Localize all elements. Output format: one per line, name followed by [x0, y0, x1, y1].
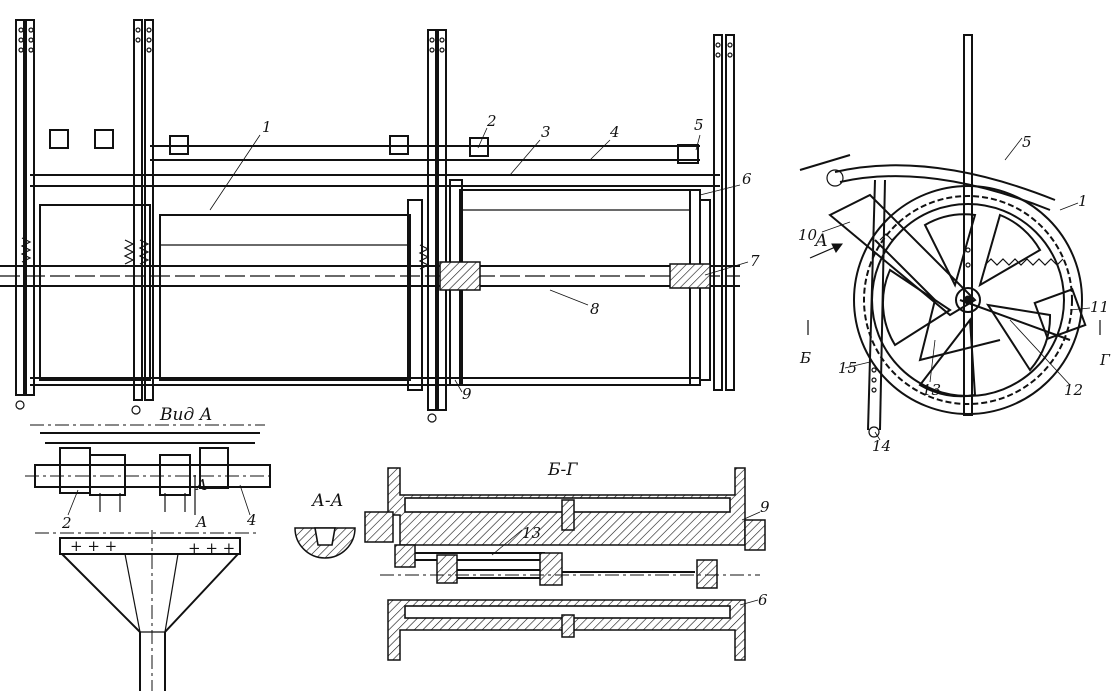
cut-label-b: Б: [799, 349, 811, 367]
callout-1: 1: [262, 118, 272, 136]
section-aa-title: А-А: [311, 491, 344, 511]
bearing-icon: [49, 129, 699, 164]
callout-6: 6: [742, 170, 752, 188]
plus-marks-right: + + +: [188, 539, 235, 557]
callout-5: 5: [694, 116, 704, 134]
rack-right: [713, 34, 735, 391]
callout-bg-9: 9: [760, 498, 770, 516]
plus-marks-left: + + +: [70, 537, 117, 555]
arrow-label-a: А: [814, 231, 828, 251]
callout-7: 7: [750, 252, 760, 270]
callout-bg-6: 6: [758, 591, 768, 609]
callout-2: 2: [486, 112, 497, 130]
callout-view-a-2: 2: [61, 514, 72, 532]
callout-4: 4: [609, 123, 620, 141]
callout-wheel-12: 12: [1064, 381, 1083, 399]
callout-wheel-13: 13: [922, 381, 941, 399]
main-assembly-view: 1 2 3 4 5 6 7 8 9: [0, 19, 760, 423]
rack-middle: [427, 29, 447, 411]
callout-3: 3: [541, 123, 551, 141]
callout-wheel-10: 10: [798, 226, 818, 244]
callout-wheel-14: 14: [872, 437, 891, 455]
section-aa: А-А: [294, 491, 356, 559]
lever-arm-icon: [828, 179, 1087, 438]
cut-marker-a-bottom: А: [195, 513, 207, 531]
rack-left-1: [15, 19, 35, 396]
callout-view-a-4: 4: [246, 511, 257, 529]
callout-wheel-15: 15: [838, 359, 857, 377]
section-bg-title: Б-Г: [547, 460, 578, 480]
reel-wheel-icon: А Б Г 5 1 10 11 12 13 14 15: [798, 34, 1111, 455]
callout-8: 8: [590, 300, 600, 318]
callout-wheel-5: 5: [1022, 133, 1032, 151]
callout-9: 9: [462, 385, 472, 403]
cut-marker-a-top: А: [195, 476, 207, 494]
cut-label-g: Г: [1099, 351, 1111, 369]
view-a-title: Вид А: [159, 405, 213, 425]
callout-wheel-11: 11: [1090, 298, 1109, 316]
view-a: Вид А А А + + + + + + 2 4: [25, 405, 275, 691]
section-bg: Б-Г 13 9 6: [364, 460, 770, 661]
callout-bg-13: 13: [522, 524, 541, 542]
rack-left-2: [133, 19, 154, 401]
callout-wheel-1: 1: [1078, 192, 1088, 210]
